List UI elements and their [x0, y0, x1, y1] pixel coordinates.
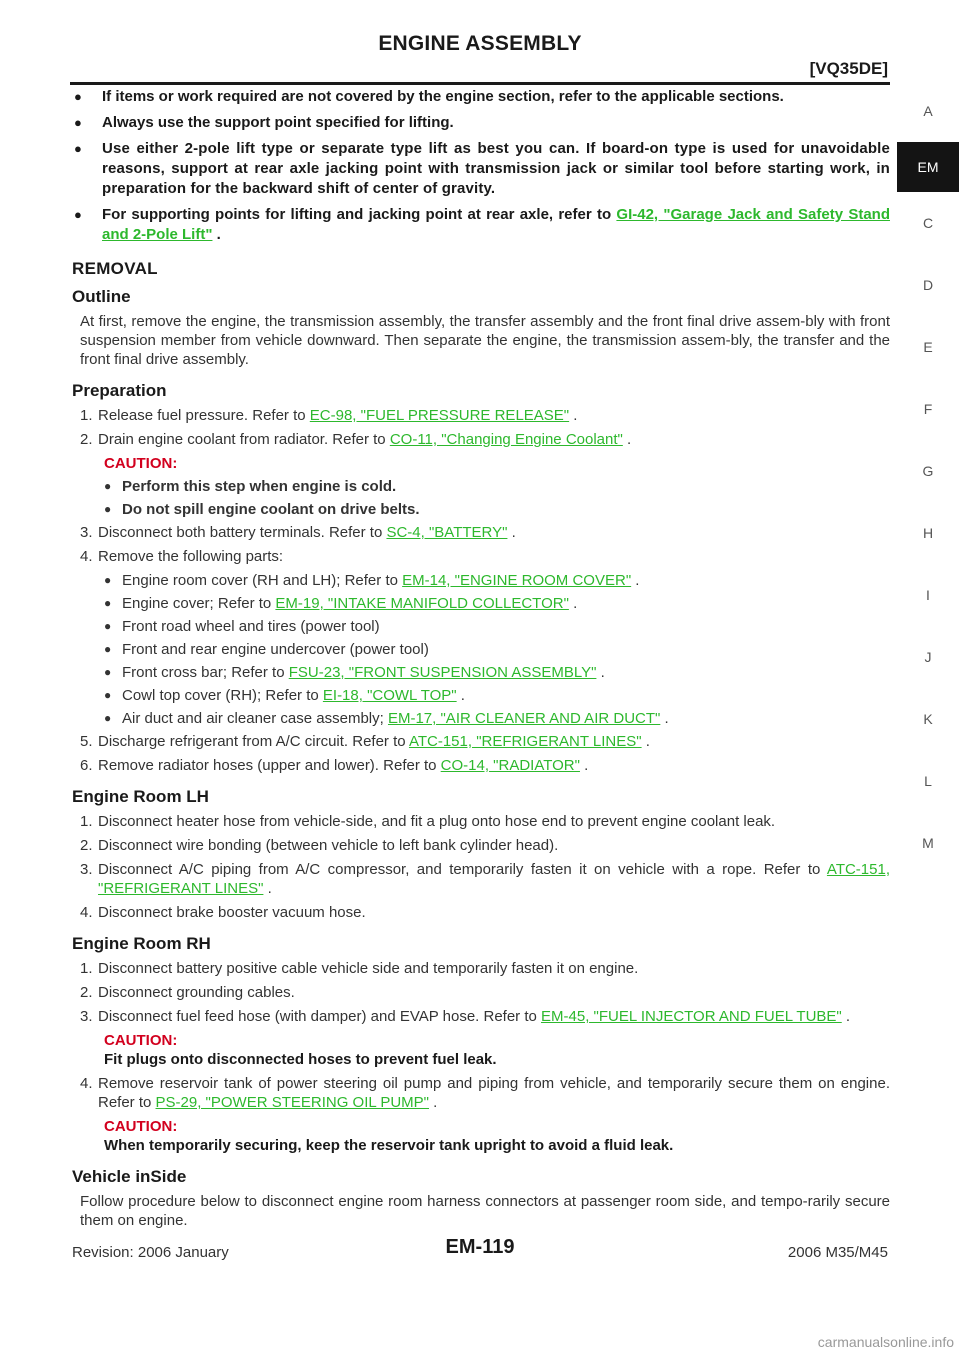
procedure-step: 2.Disconnect wire bonding (between vehic… [80, 837, 559, 854]
list-item: ●Engine cover; Refer to EM-19, "INTAKE M… [104, 595, 578, 612]
list-item: ●Air duct and air cleaner case assembly;… [104, 710, 669, 727]
reference-link[interactable]: EM-45, "FUEL INJECTOR AND FUEL TUBE" [541, 1008, 842, 1025]
list-item: ●Engine room cover (RH and LH); Refer to… [104, 572, 640, 589]
section-tab-m[interactable]: M [922, 835, 934, 851]
caution-block: CAUTION: When temporarily securing, keep… [72, 1117, 890, 1155]
reference-link[interactable]: PS-29, "POWER STEERING OIL PUMP" [155, 1094, 430, 1111]
bullet-icon: ● [104, 502, 112, 516]
intro-bullet: ● If items or work required are not cove… [74, 88, 784, 105]
header-divider [70, 82, 890, 85]
caution-label: CAUTION: [104, 455, 178, 472]
procedure-step: 3.Disconnect A/C piping from A/C compres… [80, 861, 890, 897]
bullet-icon: ● [74, 207, 82, 222]
parts-list: ●Engine room cover (RH and LH); Refer to… [72, 571, 890, 728]
section-tab-c[interactable]: C [922, 215, 934, 231]
section-tab-d[interactable]: D [922, 277, 934, 293]
section-tab-f[interactable]: F [923, 401, 933, 417]
bullet-icon: ● [104, 479, 112, 493]
list-item: ●Cowl top cover (RH); Refer to EI-18, "C… [104, 687, 465, 704]
bullet-icon: ● [104, 665, 112, 679]
subsection-heading: Outline [72, 287, 131, 306]
footer-revision: Revision: 2006 January [72, 1244, 229, 1261]
subsection-heading: Engine Room LH [72, 787, 209, 806]
page-content: ● If items or work required are not cove… [72, 87, 890, 1230]
reference-link[interactable]: CO-14, "RADIATOR" [440, 757, 580, 774]
caution-item: ●Do not spill engine coolant on drive be… [104, 501, 420, 518]
caution-item: ●Perform this step when engine is cold. [104, 478, 397, 495]
procedure-step: 3.Disconnect fuel feed hose (with damper… [80, 1008, 851, 1025]
bullet-icon: ● [104, 573, 112, 587]
caution-block: CAUTION: ●Perform this step when engine … [72, 454, 890, 519]
intro-bullet: ● Always use the support point specified… [74, 114, 454, 131]
bullet-icon: ● [74, 89, 82, 104]
procedure-step: 4.Disconnect brake booster vacuum hose. [80, 904, 366, 921]
bullet-icon: ● [74, 115, 82, 130]
caution-block: CAUTION: Fit plugs onto disconnected hos… [72, 1031, 890, 1069]
section-heading: REMOVAL [72, 259, 158, 278]
model-code: [VQ35DE] [809, 59, 888, 78]
page-title: ENGINE ASSEMBLY [378, 32, 582, 55]
bullet-icon: ● [104, 596, 112, 610]
subsection-heading: Vehicle inSide [72, 1167, 187, 1186]
bullet-icon: ● [104, 642, 112, 656]
procedure-step: 4.Remove reservoir tank of power steerin… [80, 1075, 890, 1111]
procedure-step: 6.Remove radiator hoses (upper and lower… [80, 757, 589, 774]
footer-model: 2006 M35/M45 [787, 1244, 888, 1261]
page-number: EM-119 [445, 1236, 515, 1258]
subsection-heading: Engine Room RH [72, 934, 211, 953]
caution-label: CAUTION: [104, 1118, 178, 1135]
procedure-step: 5.Discharge refrigerant from A/C circuit… [80, 733, 650, 750]
reference-link[interactable]: FSU-23, "FRONT SUSPENSION ASSEMBLY" [288, 664, 597, 681]
reference-link[interactable]: EM-17, "AIR CLEANER AND AIR DUCT" [387, 710, 661, 727]
reference-link[interactable]: ATC-151, "REFRIGERANT LINES" [408, 733, 642, 750]
bullet-icon: ● [104, 619, 112, 633]
vehicle-inside-text: Follow procedure below to disconnect eng… [80, 1193, 890, 1229]
reference-link[interactable]: EI-18, "COWL TOP" [322, 687, 457, 704]
reference-link[interactable]: GI-42, "Garage Jack and Safety Stand and… [102, 206, 890, 243]
section-tab-e[interactable]: E [923, 339, 933, 355]
caution-text: When temporarily securing, keep the rese… [104, 1137, 674, 1154]
list-item: ●Front road wheel and tires (power tool) [104, 618, 380, 635]
intro-bullet: ● For supporting points for lifting and … [74, 206, 890, 243]
section-index: A EM C D E F G H I J K L M [897, 80, 959, 874]
procedure-step: 3.Disconnect both battery terminals. Ref… [80, 524, 516, 541]
list-item: ●Front and rear engine undercover (power… [104, 641, 429, 658]
bullet-icon: ● [104, 688, 112, 702]
reference-link[interactable]: SC-4, "BATTERY" [386, 524, 508, 541]
reference-link[interactable]: EM-19, "INTAKE MANIFOLD COLLECTOR" [275, 595, 569, 612]
bullet-icon: ● [74, 141, 83, 156]
procedure-step: 4.Remove the following parts: [80, 548, 284, 565]
reference-link[interactable]: ATC-151, "REFRIGERANT LINES" [98, 861, 890, 897]
caution-text: Fit plugs onto disconnected hoses to pre… [104, 1051, 497, 1068]
watermark: carmanualsonline.info [817, 1334, 954, 1350]
section-tab-j[interactable]: J [924, 649, 932, 665]
section-tab-l[interactable]: L [924, 773, 932, 789]
outline-text: At first, remove the engine, the transmi… [80, 313, 890, 368]
reference-link[interactable]: EM-14, "ENGINE ROOM COVER" [402, 572, 632, 589]
section-tab-k[interactable]: K [923, 711, 933, 727]
procedure-step: 1.Release fuel pressure. Refer to EC-98,… [80, 407, 578, 424]
reference-link[interactable]: CO-11, "Changing Engine Coolant" [389, 431, 623, 448]
caution-label: CAUTION: [104, 1032, 178, 1049]
reference-link[interactable]: EC-98, "FUEL PRESSURE RELEASE" [309, 407, 570, 424]
subsection-heading: Preparation [72, 381, 167, 400]
procedure-step: 2.Disconnect grounding cables. [80, 984, 295, 1001]
section-tab-i[interactable]: I [926, 587, 930, 603]
procedure-step: 1.Disconnect battery positive cable vehi… [80, 960, 639, 977]
section-tab-a[interactable]: A [923, 103, 933, 119]
section-tab-em[interactable]: EM [897, 142, 959, 192]
procedure-step: 2.Drain engine coolant from radiator. Re… [80, 431, 632, 448]
section-tab-g[interactable]: G [922, 463, 934, 479]
list-item: ●Front cross bar; Refer to FSU-23, "FRON… [104, 664, 605, 681]
bullet-icon: ● [104, 711, 112, 725]
section-tab-h[interactable]: H [922, 525, 934, 541]
intro-bullet: ● Use either 2-pole lift type or separat… [74, 140, 890, 197]
procedure-step: 1.Disconnect heater hose from vehicle-si… [80, 813, 776, 830]
